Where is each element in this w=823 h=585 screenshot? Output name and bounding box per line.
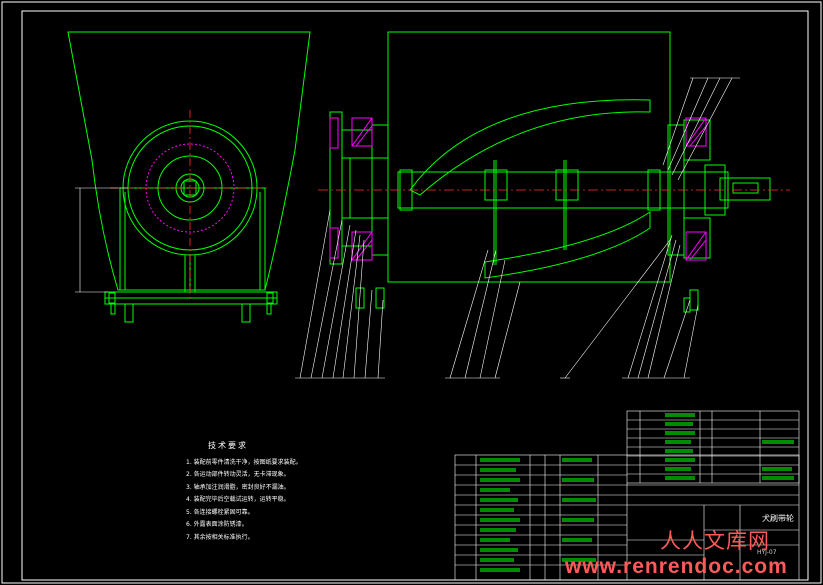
requirement-line: 3. 轴承加注润滑脂，密封良好不漏油。 (186, 483, 290, 491)
watermark-cn: 人人文库网 (660, 529, 770, 553)
requirement-line: 2. 各运动部件转动灵活，无卡滞现象。 (186, 471, 290, 478)
bom-table (454, 410, 800, 581)
technical-requirements-title: 技术要求 (208, 441, 248, 450)
front-view (329, 31, 771, 283)
front-view-bolts (355, 287, 699, 313)
side-view-bolts (108, 292, 274, 323)
title-block-name: 犬刷带轮 (762, 514, 794, 523)
leader-lines (295, 77, 740, 379)
requirement-line: 4. 装配完毕后空载试运转，运转平稳。 (186, 496, 290, 503)
bom-cell-fills (480, 413, 794, 572)
watermark-url: www.renrendoc.com (565, 555, 788, 578)
side-view-dimension (75, 187, 128, 293)
requirement-line: 6. 外露表面涂防锈漆。 (186, 521, 248, 528)
drawing-frame-inner (21, 10, 809, 581)
side-view-centerlines (110, 110, 270, 300)
technical-requirements: 技术要求 1. 装配前零件清洗干净，按图纸要求装配。 2. 各运动部件转动灵活，… (186, 440, 476, 544)
requirement-line: 1. 装配前零件清洗干净，按图纸要求装配。 (186, 458, 302, 466)
requirement-line: 5. 各连接螺栓紧固可靠。 (186, 508, 254, 516)
requirement-line: 7. 其余按相关标准执行。 (186, 533, 254, 541)
title-block-drawing-code: HYJ-07 (757, 549, 777, 556)
front-view-hatching (329, 117, 707, 261)
side-view (67, 31, 311, 305)
